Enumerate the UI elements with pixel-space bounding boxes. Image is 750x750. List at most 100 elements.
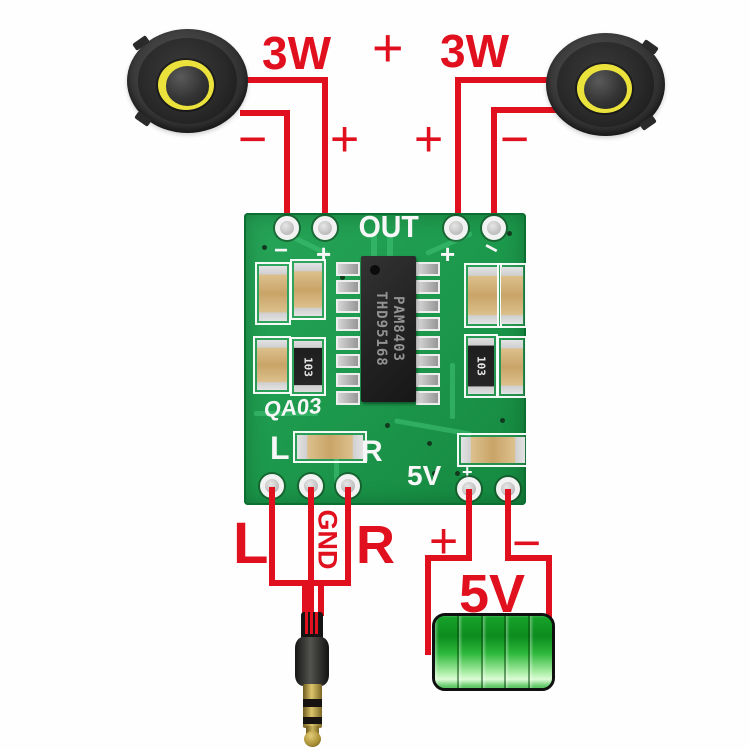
- battery-segment: [435, 616, 459, 688]
- pcb-trace: [450, 363, 455, 419]
- left-speaker-wattage-label: 3W: [262, 27, 331, 79]
- ic-pin: [416, 354, 440, 368]
- out-pad-right-minus: [482, 216, 506, 240]
- via-hole: [262, 245, 267, 250]
- silk-minus-left: −: [274, 237, 289, 264]
- speaker-dust-cap: [584, 70, 627, 110]
- wire-audio-right-drop: [318, 580, 324, 616]
- amplifier-board: OUT − + + − PAM8403 THD95: [244, 209, 529, 505]
- speaker-mount-tab-icon: [132, 35, 150, 51]
- power-minus-sign: −: [512, 515, 542, 571]
- resistor-103: 103: [464, 334, 498, 398]
- ic-pin: [416, 299, 440, 313]
- ic-pin: [416, 336, 440, 350]
- via-hole: [385, 423, 390, 428]
- capacitor: [255, 262, 291, 325]
- jack-wire-stripe: [310, 612, 313, 634]
- battery-segment: [482, 616, 507, 688]
- out-label: OUT: [358, 209, 419, 244]
- pcb-trace: [371, 235, 377, 269]
- ic-pin: [416, 373, 440, 387]
- right-speaker-minus-sign: −: [500, 111, 530, 167]
- ic-pin1-dot: [370, 265, 380, 275]
- battery-segment: [458, 616, 483, 688]
- silk-plus-bottom: +: [462, 462, 473, 482]
- jack-wire-stripe: [305, 612, 308, 634]
- battery-icon: [432, 613, 555, 691]
- ic-pin: [416, 391, 440, 405]
- capacitor: [497, 336, 527, 398]
- wire-audio-left-v: [269, 487, 275, 586]
- left-speaker-icon: [127, 29, 248, 133]
- wire-audio-right-v: [345, 487, 351, 586]
- resistor-103: 103: [290, 337, 326, 396]
- via-hole: [432, 471, 437, 476]
- right-channel-label: R: [361, 435, 383, 468]
- battery-segment: [530, 616, 552, 688]
- ic-pin: [336, 262, 360, 276]
- battery-segment: [506, 616, 531, 688]
- ic-pin: [336, 354, 360, 368]
- wire-power-plus-v: [466, 489, 472, 561]
- capacitor: [253, 336, 291, 394]
- capacitor: [497, 263, 527, 328]
- wire-left-speaker-plus-v: [322, 77, 328, 231]
- right-speaker-wattage-label: 3W: [440, 25, 509, 77]
- top-plus-sign: +: [372, 18, 404, 78]
- ic-pin: [416, 280, 440, 294]
- pcb-trace: [387, 235, 393, 269]
- right-speaker-plus-sign: +: [414, 111, 444, 167]
- wire-right-speaker-minus-v: [491, 107, 497, 231]
- wire-left-speaker-minus-v: [284, 110, 290, 231]
- silk-plus-left: +: [316, 239, 332, 269]
- wire-audio-ground-v: [308, 487, 314, 616]
- ic-pin: [416, 317, 440, 331]
- pam8403-chip: PAM8403 THD95168: [361, 256, 416, 402]
- via-hole: [427, 441, 432, 446]
- speaker-mount-tab-icon: [134, 111, 152, 127]
- audio-jack-ring: [303, 699, 322, 707]
- pcb-trace: [334, 443, 339, 483]
- jack-wire-stripe: [315, 612, 318, 634]
- left-speaker-minus-sign: −: [238, 111, 268, 167]
- audio-jack-ring: [303, 717, 322, 724]
- wire-power-minus-v: [505, 489, 511, 561]
- via-hole: [455, 471, 460, 476]
- speaker-dust-cap: [165, 66, 210, 106]
- wire-audio-left-drop: [302, 580, 308, 616]
- audio-ground-label: GND: [312, 509, 343, 570]
- speaker-mount-tab-icon: [639, 115, 657, 131]
- wire-audio-left-h: [269, 580, 308, 586]
- ic-pin: [336, 336, 360, 350]
- ic-pin: [336, 317, 360, 331]
- wire-right-speaker-plus-v: [455, 77, 461, 231]
- right-speaker-icon: [546, 33, 665, 136]
- audio-jack-tip: [304, 731, 321, 747]
- board-power-label: 5V: [407, 460, 442, 491]
- audio-jack-tip-neck: [306, 726, 319, 735]
- capacitor: [293, 431, 367, 463]
- power-plus-sign: +: [429, 513, 459, 569]
- ic-marking-line1: PAM8403: [389, 295, 406, 362]
- ic-pin: [336, 299, 360, 313]
- left-speaker-plus-sign: +: [330, 111, 360, 167]
- wire-power-minus-h: [505, 555, 552, 561]
- audio-pad-right: [336, 474, 360, 498]
- ic-marking-line2: THD95168: [372, 291, 389, 367]
- via-hole: [500, 418, 505, 423]
- out-pad-left-minus: [275, 216, 299, 240]
- pcb-trace: [254, 411, 318, 416]
- wire-power-minus-drop: [546, 555, 552, 650]
- silk-minus-right: −: [478, 233, 504, 264]
- wire-power-plus-h: [425, 555, 472, 561]
- ic-pin: [336, 391, 360, 405]
- capacitor: [457, 433, 529, 467]
- silk-plus-right: +: [440, 239, 456, 269]
- resistor-code-label: 103: [301, 356, 315, 377]
- via-hole: [507, 231, 512, 236]
- wire-audio-right-h: [312, 580, 351, 586]
- ic-pin: [336, 280, 360, 294]
- ic-marking: PAM8403 THD95168: [372, 291, 406, 366]
- left-channel-label: L: [270, 430, 290, 466]
- resistor-code-label: 103: [474, 356, 488, 376]
